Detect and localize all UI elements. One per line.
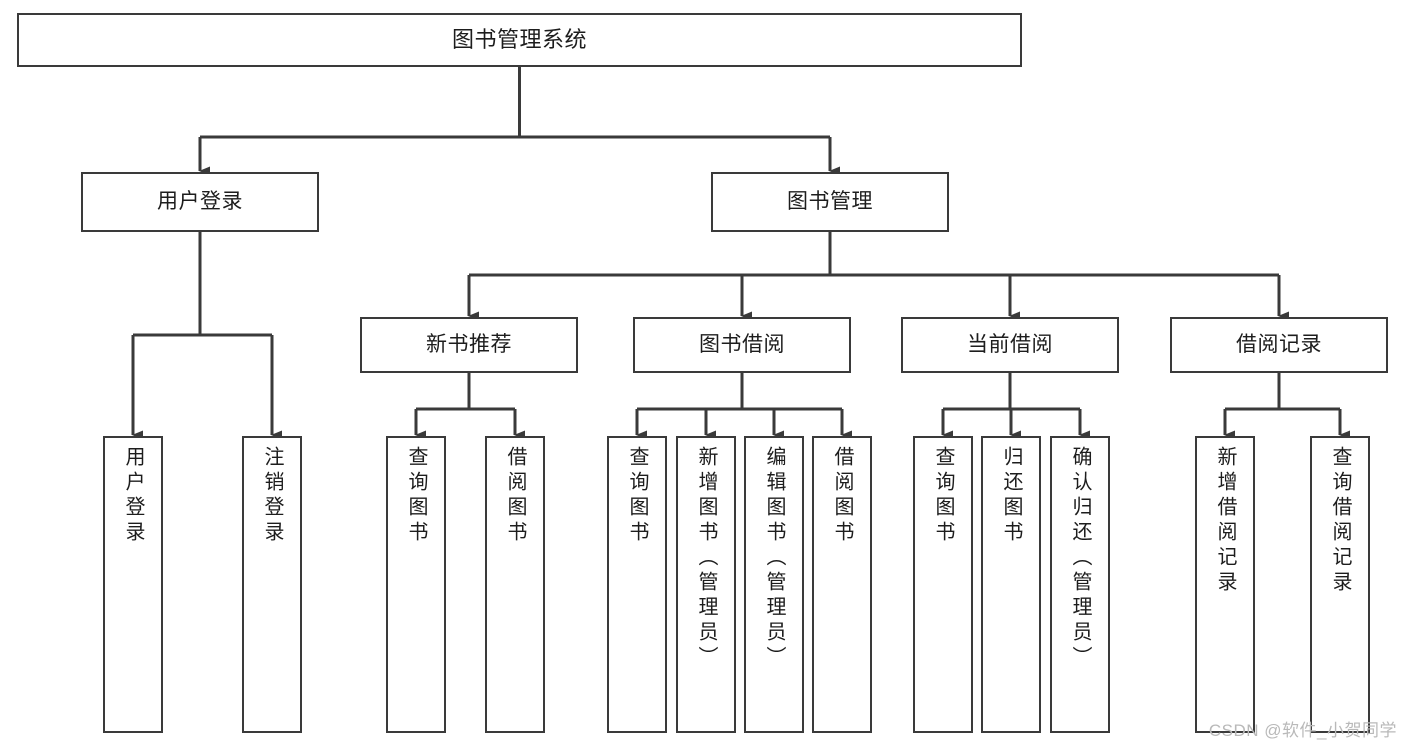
node-book-manage[interactable]: 图书管理 <box>711 172 949 232</box>
node-leaf-add-book[interactable]: 新增图书（管理员） <box>676 436 736 733</box>
node-label-root: 图书管理系统 <box>451 26 587 52</box>
node-leaf-query-record[interactable]: 查询借阅记录 <box>1310 436 1370 733</box>
node-label-leaf-query-record: 查询借阅记录 <box>1329 446 1351 596</box>
node-user-login[interactable]: 用户登录 <box>81 172 319 232</box>
node-label-leaf-add-record: 新增借阅记录 <box>1214 446 1236 596</box>
node-current-borrow[interactable]: 当前借阅 <box>901 317 1119 373</box>
node-label-leaf-user-logout: 注销登录 <box>261 446 283 546</box>
node-leaf-borrow-book-2[interactable]: 借阅图书 <box>812 436 872 733</box>
node-leaf-edit-book[interactable]: 编辑图书（管理员） <box>744 436 804 733</box>
node-label-book-manage: 图书管理 <box>787 190 873 214</box>
node-label-leaf-query-book-1: 查询图书 <box>405 446 427 546</box>
node-leaf-query-book-1[interactable]: 查询图书 <box>386 436 446 733</box>
node-label-leaf-add-book: 新增图书（管理员） <box>695 446 717 671</box>
node-label-leaf-return-book: 归还图书 <box>1000 446 1022 546</box>
node-label-leaf-user-login: 用户登录 <box>122 446 144 546</box>
node-leaf-return-book[interactable]: 归还图书 <box>981 436 1041 733</box>
node-label-leaf-query-book-2: 查询图书 <box>626 446 648 546</box>
node-label-book-borrow: 图书借阅 <box>699 333 785 357</box>
node-leaf-borrow-book-1[interactable]: 借阅图书 <box>485 436 545 733</box>
node-borrow-record[interactable]: 借阅记录 <box>1170 317 1388 373</box>
node-leaf-query-book-3[interactable]: 查询图书 <box>913 436 973 733</box>
node-leaf-add-record[interactable]: 新增借阅记录 <box>1195 436 1255 733</box>
node-leaf-query-book-2[interactable]: 查询图书 <box>607 436 667 733</box>
node-leaf-confirm-return[interactable]: 确认归还（管理员） <box>1050 436 1110 733</box>
node-root[interactable]: 图书管理系统 <box>17 13 1022 67</box>
node-label-leaf-edit-book: 编辑图书（管理员） <box>763 446 785 671</box>
node-leaf-user-login[interactable]: 用户登录 <box>103 436 163 733</box>
node-label-new-book-rec: 新书推荐 <box>426 333 512 357</box>
node-label-leaf-query-book-3: 查询图书 <box>932 446 954 546</box>
node-label-user-login: 用户登录 <box>157 190 243 214</box>
node-label-leaf-borrow-book-1: 借阅图书 <box>504 446 526 546</box>
node-new-book-rec[interactable]: 新书推荐 <box>360 317 578 373</box>
node-label-leaf-borrow-book-2: 借阅图书 <box>831 446 853 546</box>
node-leaf-user-logout[interactable]: 注销登录 <box>242 436 302 733</box>
watermark-text: CSDN @软件_小贺同学 <box>1208 721 1397 740</box>
node-label-current-borrow: 当前借阅 <box>967 333 1053 357</box>
node-book-borrow[interactable]: 图书借阅 <box>633 317 851 373</box>
node-label-leaf-confirm-return: 确认归还（管理员） <box>1069 446 1091 671</box>
node-label-borrow-record: 借阅记录 <box>1236 333 1322 357</box>
